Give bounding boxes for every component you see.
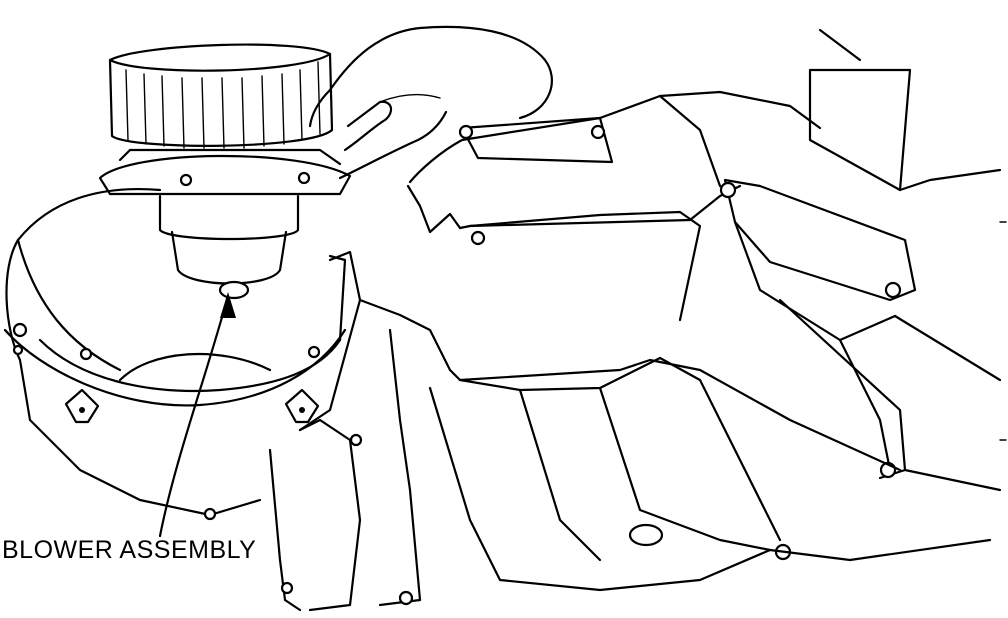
blower-housing xyxy=(3,188,347,521)
lower-duct xyxy=(268,250,992,612)
technician-hand xyxy=(308,25,553,180)
right-duct xyxy=(719,28,1002,492)
blower-assembly xyxy=(98,43,352,300)
callout-label: BLOWER ASSEMBLY xyxy=(2,536,257,564)
callout-leader xyxy=(158,292,236,538)
upper-duct xyxy=(406,90,822,322)
